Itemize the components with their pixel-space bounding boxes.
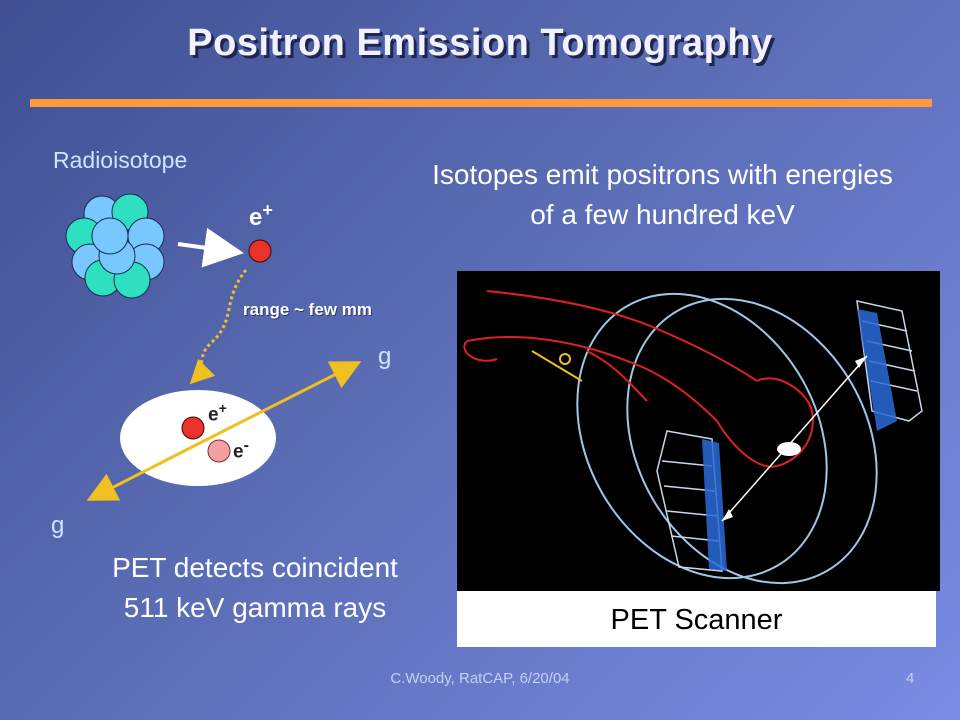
range-path <box>189 269 248 385</box>
arrow-right-icon <box>177 227 244 268</box>
slide-footer: C.Woody, RatCAP, 6/20/04 <box>390 670 570 687</box>
isotope-description: Isotopes emit positrons with energies of… <box>395 155 930 235</box>
gamma-ray-up <box>189 361 362 450</box>
page-number: 4 <box>906 670 915 687</box>
pet-scanner-drawing <box>463 290 923 585</box>
gamma-label-bottom: g <box>51 512 65 539</box>
electron-in-ellipse <box>207 439 231 463</box>
range-label: range ~ few mm <box>243 300 372 319</box>
scanner-caption: PET Scanner <box>610 604 783 636</box>
isotope-description-line1: Isotopes emit positrons with energies <box>432 159 893 190</box>
pet-description: PET detects coincident 511 keV gamma ray… <box>80 548 430 628</box>
ellipse-positron-letter: e <box>208 404 219 426</box>
pet-scanner-image <box>457 271 940 591</box>
electron-sign: - <box>243 437 249 454</box>
pet-description-line1: PET detects coincident <box>112 552 398 583</box>
radioisotope-label: Radioisotope <box>53 147 188 173</box>
ellipse-positron-sign: + <box>218 400 227 416</box>
ellipse-positron-label: e+ <box>208 400 227 426</box>
positron-sign: + <box>262 200 273 220</box>
scanner-caption-box: PET Scanner <box>457 591 936 647</box>
nucleus-cluster <box>65 193 165 299</box>
pet-description-line2: 511 keV gamma rays <box>123 592 387 623</box>
title-underline <box>30 99 932 107</box>
electron-letter: e <box>233 441 244 463</box>
slide-title: Positron Emission Tomography <box>187 22 773 64</box>
positron-particle <box>248 239 272 263</box>
positron-in-ellipse <box>181 416 205 440</box>
positron-letter: e <box>249 204 263 231</box>
gamma-label-top: g <box>378 343 392 370</box>
positron-label: e+ <box>249 200 273 232</box>
isotope-description-line2: of a few hundred keV <box>530 199 795 230</box>
ellipse-electron-label: e- <box>233 437 249 463</box>
gamma-ray-down <box>86 446 191 501</box>
